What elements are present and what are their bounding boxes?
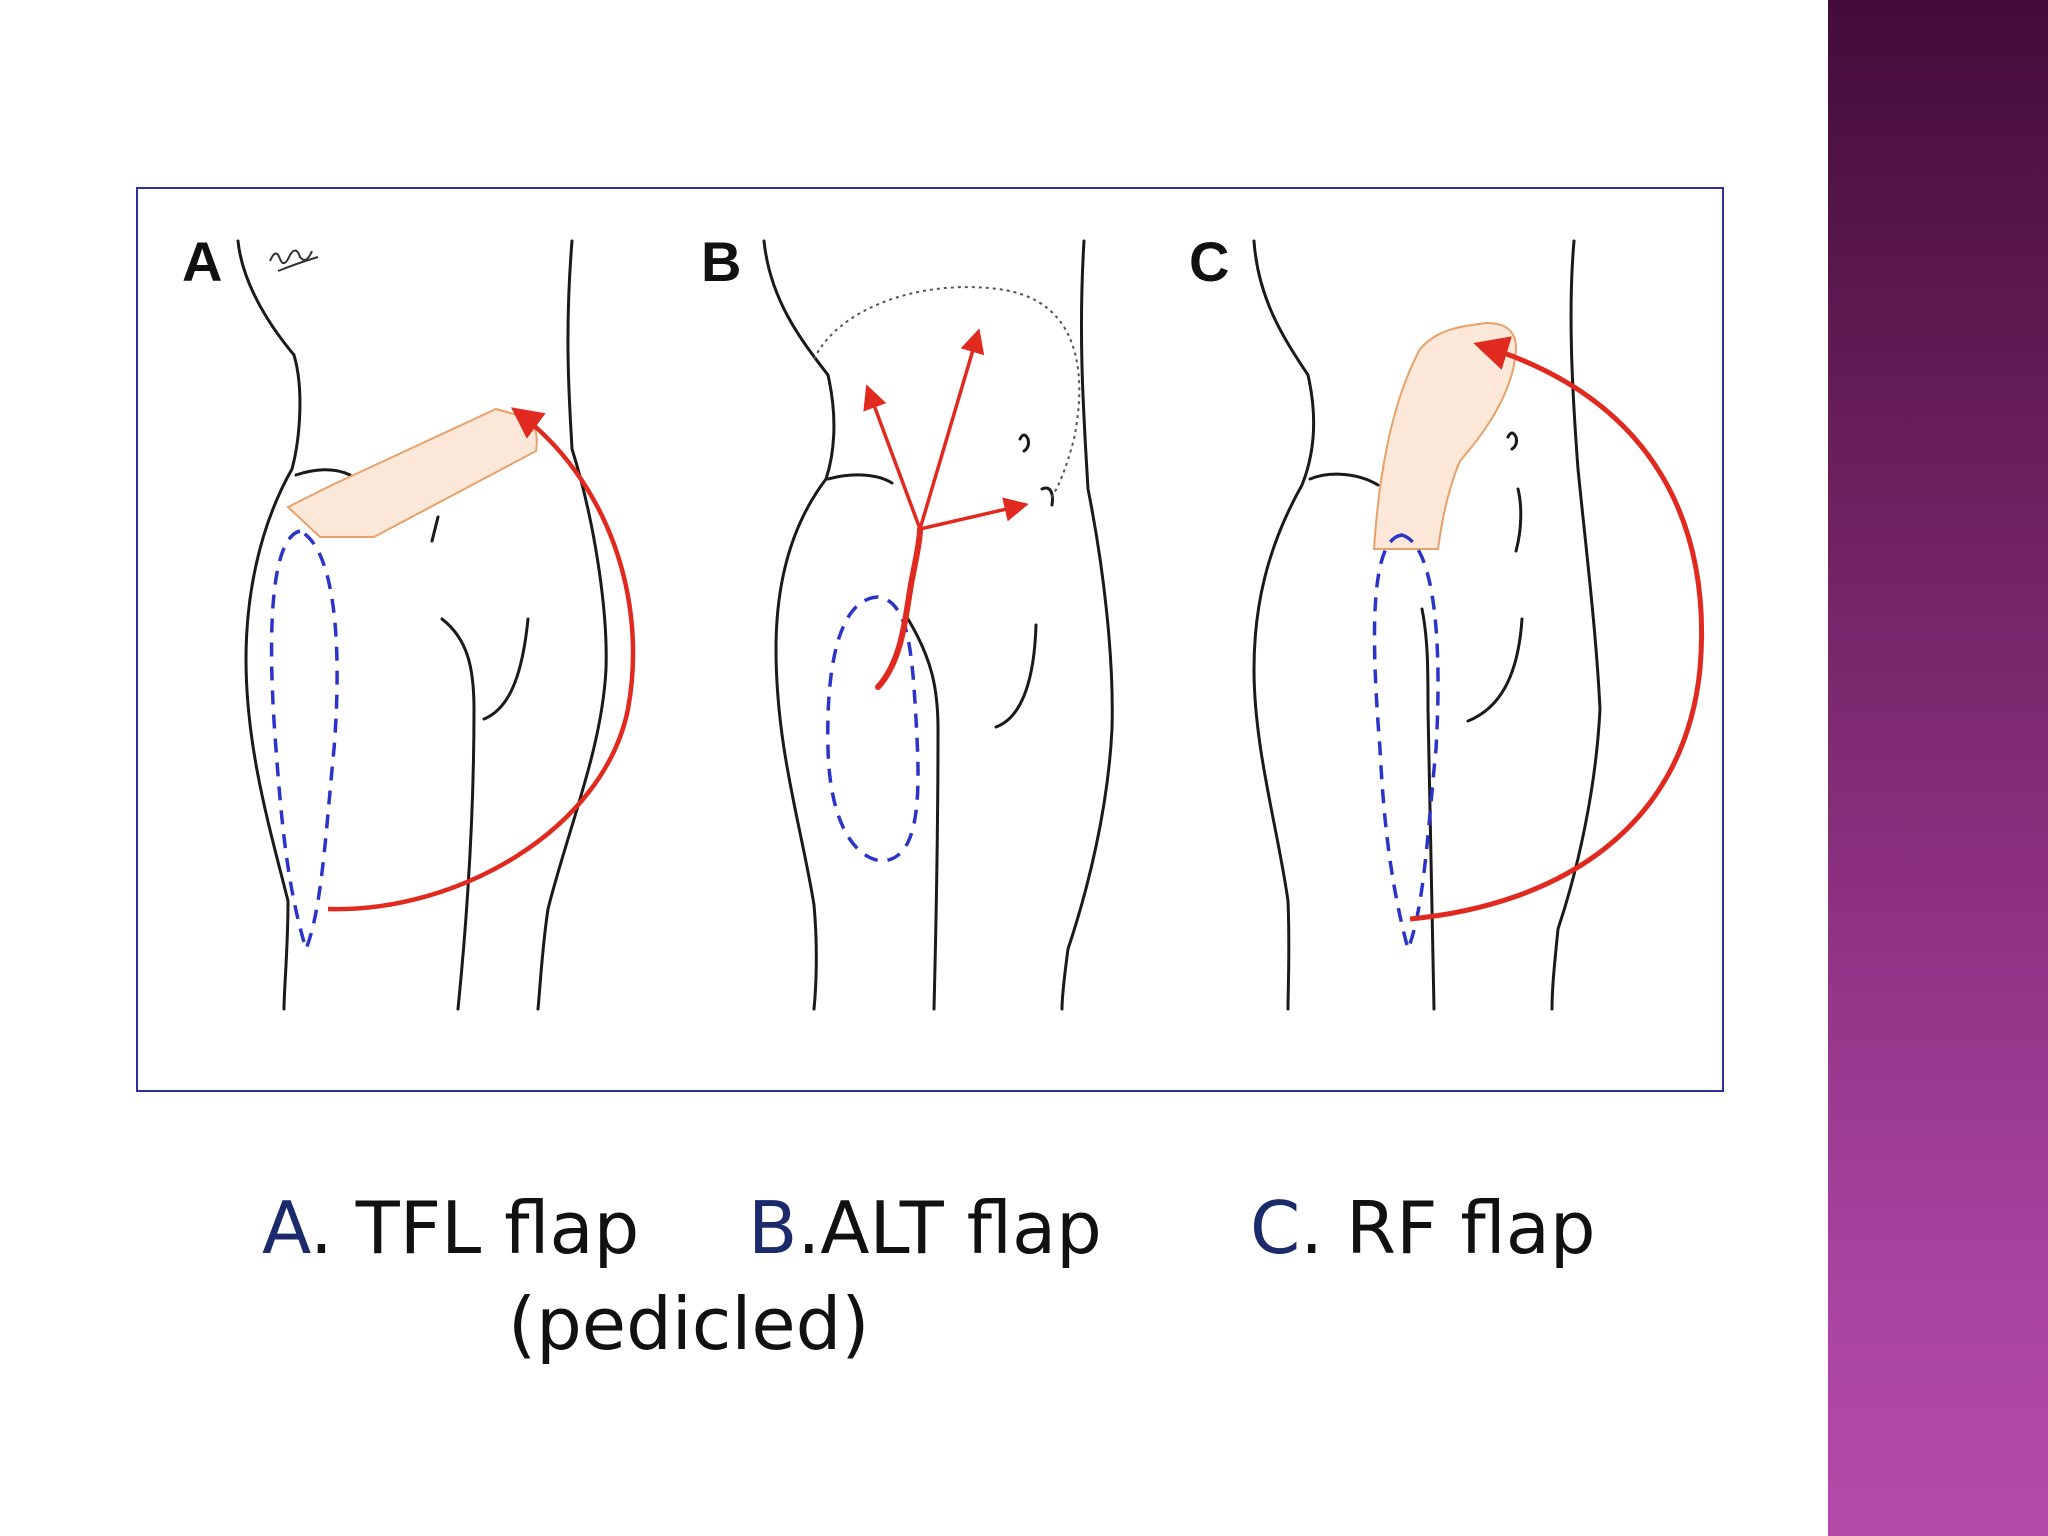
panel-b-label: B [701, 230, 742, 293]
caption-a-letter: A [262, 1186, 310, 1270]
panel-c-rotation-arrow [1409, 336, 1705, 922]
panel-c-label: C [1189, 230, 1230, 293]
caption-rf-flap: C. RF flap [1250, 1192, 1596, 1264]
panel-a-rotation-arrow [327, 407, 636, 912]
caption-tfl-flap: A. TFL flap [262, 1192, 639, 1264]
panel-b-donor-site-dashed [826, 595, 920, 863]
panel-b-thigh-outline [762, 239, 1114, 1011]
panel-a-label: A [182, 230, 223, 293]
panel-c-rf-flap [1372, 321, 1518, 550]
panel-a-thigh-outline [236, 239, 608, 1011]
panel-a-tfl-flap [286, 407, 538, 538]
caption-b-text: .ALT flap [797, 1186, 1102, 1270]
panel-a-donor-site-dashed [269, 529, 339, 955]
artist-signature [269, 249, 319, 272]
caption-a-text: . TFL flap [310, 1186, 640, 1270]
thigh-diagram [236, 239, 1705, 1011]
panel-b-vessel-branches [863, 328, 1029, 690]
decorative-side-band [1828, 0, 2048, 1536]
caption-alt-flap: B.ALT flap [748, 1192, 1102, 1264]
flap-illustration-figure: A B C [136, 187, 1724, 1092]
caption-alt-flap-subtitle: (pedicled) [508, 1282, 870, 1366]
panel-b-flap-dotted-outline [813, 286, 1081, 500]
panel-c-donor-site-dashed [1372, 533, 1440, 955]
panel-c-thigh-outline [1252, 239, 1602, 1011]
caption-b-letter: B [748, 1186, 798, 1270]
caption-c-letter: C [1250, 1186, 1301, 1270]
caption-c-text: . RF flap [1300, 1186, 1596, 1270]
